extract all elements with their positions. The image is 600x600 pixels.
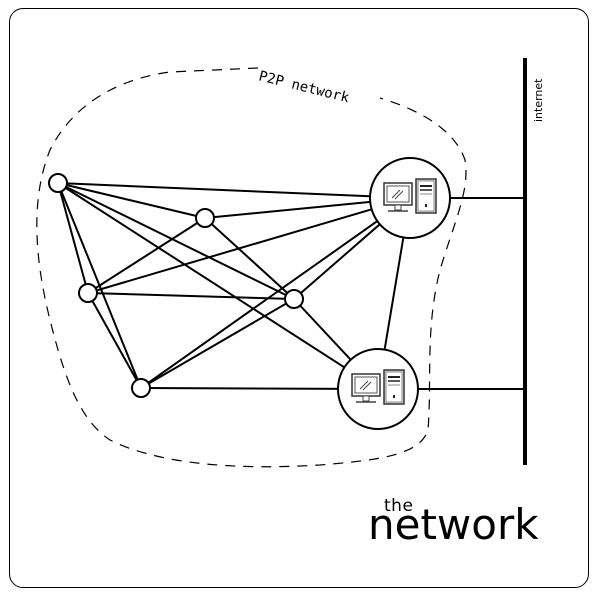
link-C-E xyxy=(87,292,142,389)
peer-node-D xyxy=(284,289,304,309)
link-C-S1 xyxy=(87,197,411,294)
link-A-D xyxy=(57,182,295,300)
link-A-C xyxy=(57,182,89,294)
link-A-B xyxy=(57,182,206,219)
p2p-network-boundary xyxy=(36,67,467,468)
link-A-S1 xyxy=(57,182,411,199)
link-B-D xyxy=(204,217,295,300)
desktop-computer-icon xyxy=(351,369,405,405)
p2p-network-label: P2P network xyxy=(257,68,351,106)
link-C-D xyxy=(87,292,295,300)
desktop-computer-icon xyxy=(383,178,437,214)
peer-node-E xyxy=(131,378,151,398)
link-A-S2 xyxy=(57,182,379,390)
computer-node-S2 xyxy=(337,348,419,430)
peer-node-C xyxy=(78,283,98,303)
internet-label: internet xyxy=(532,78,545,122)
diagram-frame xyxy=(9,8,589,588)
title-network: network xyxy=(368,500,539,549)
computer-node-S1 xyxy=(369,157,451,239)
title-the: the xyxy=(384,496,414,516)
link-D-E xyxy=(140,298,295,389)
link-E-S1 xyxy=(140,197,411,389)
link-B-C xyxy=(87,217,206,294)
peer-node-B xyxy=(195,208,215,228)
peer-node-A xyxy=(48,173,68,193)
